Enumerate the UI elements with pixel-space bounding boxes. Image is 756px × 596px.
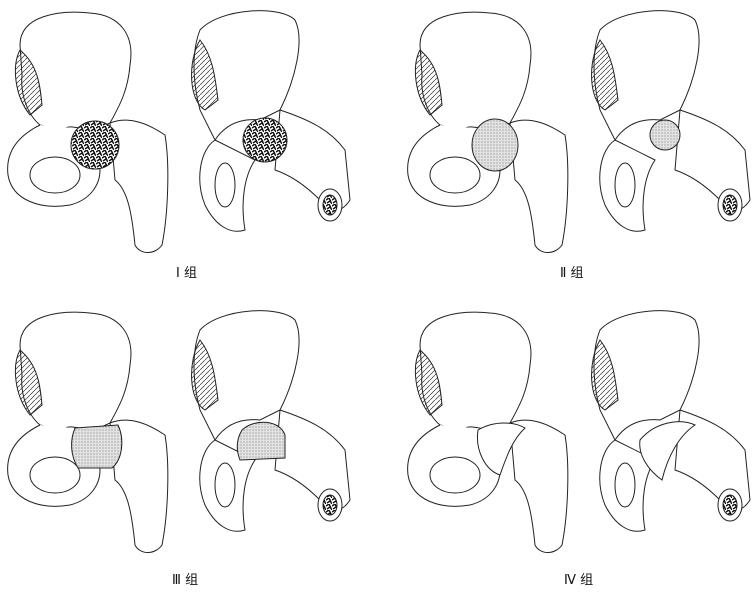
femoral-head-stippled-large-oblique (236, 421, 286, 461)
femoral-head-crescent-oblique (639, 421, 697, 481)
group-label: Ⅳ 组 (564, 573, 594, 588)
femoral-head-stippled-oblique (649, 119, 681, 151)
femoral-head-sclerotic (70, 120, 120, 170)
group-label: Ⅱ 组 (560, 266, 584, 281)
femoral-head-stippled (471, 118, 519, 172)
panel-group-1: Ⅰ 组 (0, 0, 378, 296)
hip-illustration (407, 10, 751, 253)
group-label: Ⅰ 组 (176, 266, 197, 281)
group-label: Ⅲ 组 (172, 573, 199, 588)
panel-group-4: Ⅳ 组 (400, 300, 756, 596)
hip-illustration (7, 10, 351, 253)
panel-group-3: Ⅲ 组 (0, 300, 378, 596)
hip-illustration (407, 310, 751, 553)
hip-illustration (7, 310, 351, 553)
femoral-head-sclerotic-oblique (242, 117, 288, 163)
panel-group-2: Ⅱ 组 (400, 0, 756, 296)
femoral-head-crescent (476, 422, 526, 476)
femoral-head-stippled-large (71, 424, 123, 469)
